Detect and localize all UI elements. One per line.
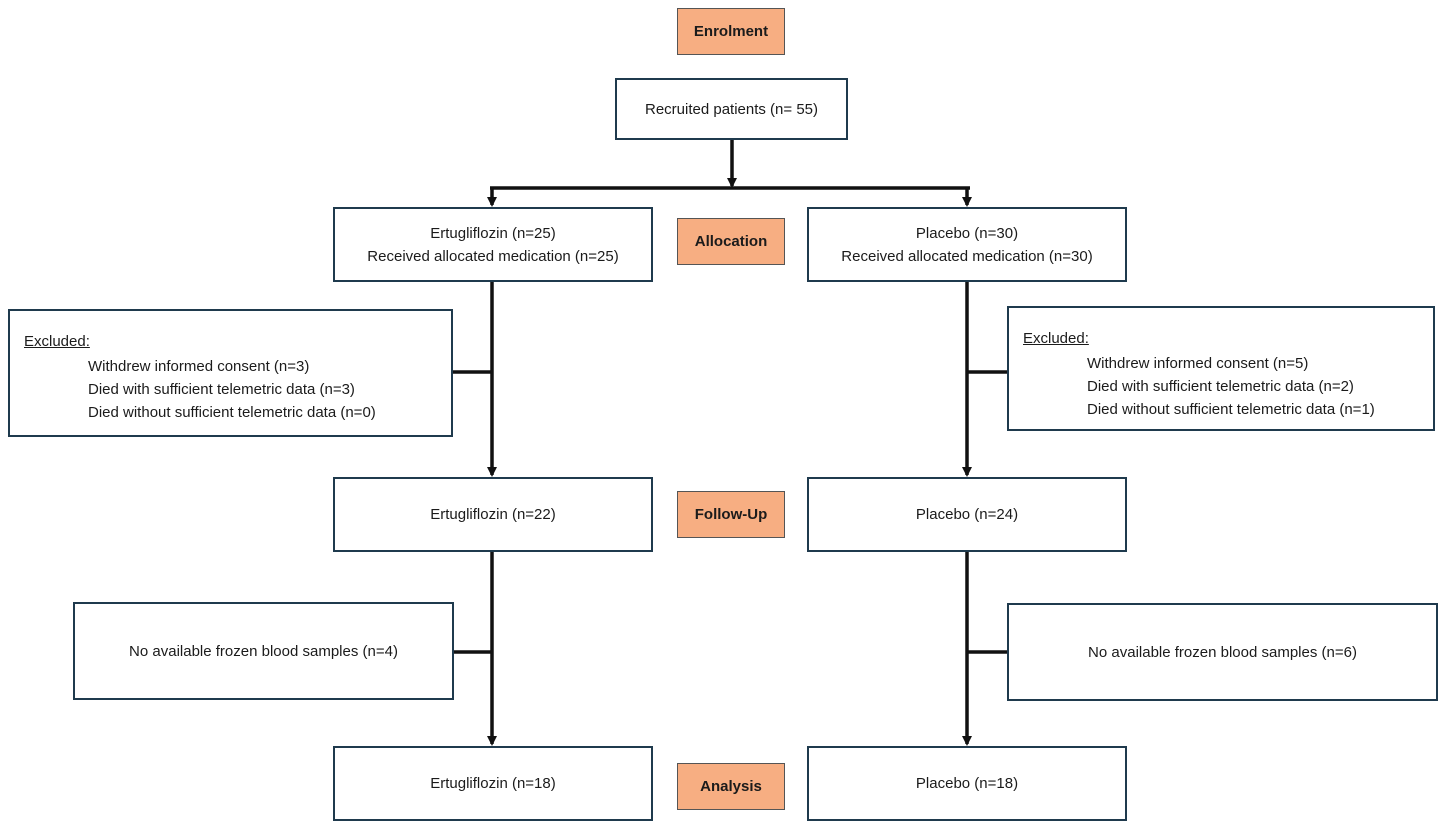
left-excluded-title: Excluded:	[24, 333, 90, 350]
right-excluded-box: Excluded: Withdrew informed consent (n=5…	[1007, 306, 1435, 431]
left-no-samples-text: No available frozen blood samples (n=4)	[129, 642, 398, 660]
recruited-box: Recruited patients (n= 55)	[615, 78, 848, 140]
stage-analysis: Analysis	[677, 763, 785, 810]
right-follow-up-box: Placebo (n=24)	[807, 477, 1127, 552]
stage-follow-up: Follow-Up	[677, 491, 785, 538]
right-allocation-arm: Placebo (n=30)	[915, 224, 1019, 242]
left-allocation-box: Ertugliflozin (n=25) Received allocated …	[333, 207, 653, 282]
left-excluded-item: Died without sufficient telemetric data …	[88, 404, 376, 421]
right-analysis-text: Placebo (n=18)	[915, 775, 1019, 792]
right-no-samples-text: No available frozen blood samples (n=6)	[1088, 643, 1357, 661]
left-allocation-arm: Ertugliflozin (n=25)	[430, 224, 556, 242]
left-follow-up-box: Ertugliflozin (n=22)	[333, 477, 653, 552]
right-follow-up-text: Placebo (n=24)	[915, 506, 1019, 523]
right-excluded-item: Died with sufficient telemetric data (n=…	[1087, 378, 1354, 395]
left-excluded-item: Withdrew informed consent (n=3)	[88, 358, 310, 375]
left-analysis-box: Ertugliflozin (n=18)	[333, 746, 653, 821]
left-analysis-text: Ertugliflozin (n=18)	[430, 775, 556, 792]
right-no-samples-box: No available frozen blood samples (n=6)	[1007, 603, 1438, 701]
right-allocation-box: Placebo (n=30) Received allocated medica…	[807, 207, 1127, 282]
right-excluded-item: Died without sufficient telemetric data …	[1087, 401, 1375, 418]
right-allocation-received: Received allocated medication (n=30)	[841, 247, 1093, 265]
recruited-text: Recruited patients (n= 55)	[644, 100, 818, 118]
left-no-samples-box: No available frozen blood samples (n=4)	[73, 602, 454, 700]
stage-allocation: Allocation	[677, 218, 785, 265]
left-allocation-received: Received allocated medication (n=25)	[367, 247, 619, 265]
right-excluded-item: Withdrew informed consent (n=5)	[1087, 355, 1309, 372]
right-excluded-title: Excluded:	[1023, 330, 1089, 347]
left-follow-up-text: Ertugliflozin (n=22)	[430, 506, 556, 523]
left-excluded-box: Excluded: Withdrew informed consent (n=3…	[8, 309, 453, 437]
stage-enrolment: Enrolment	[677, 8, 785, 55]
left-excluded-item: Died with sufficient telemetric data (n=…	[88, 381, 355, 398]
right-analysis-box: Placebo (n=18)	[807, 746, 1127, 821]
